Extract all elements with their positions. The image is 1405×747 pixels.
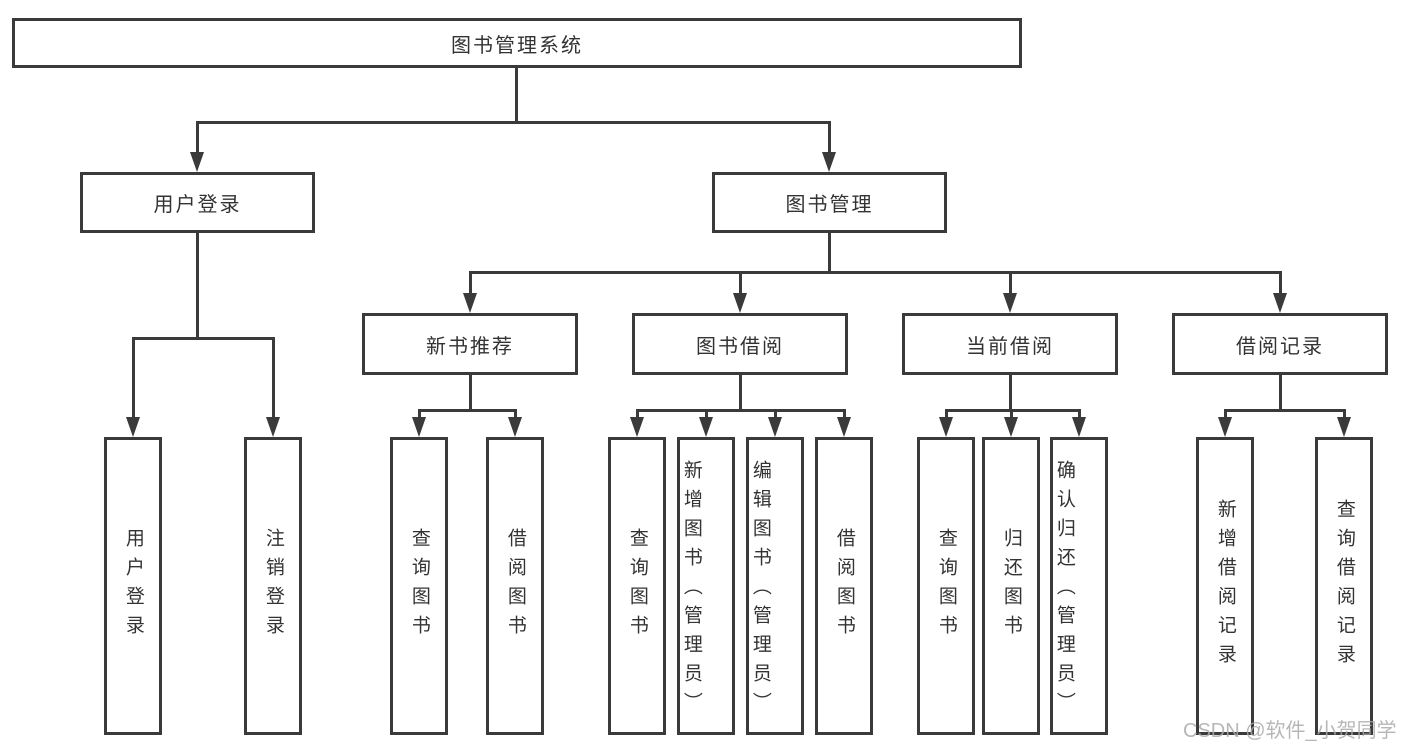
connector-line [515,68,518,121]
connector-line [469,375,472,409]
arrow-down-icon [1003,293,1017,313]
node-add-book-admin: 新增图书（管理员） [677,437,735,735]
node-label: 查询图书 [626,528,648,644]
connector-line [1279,375,1282,409]
node-book-borrow: 图书借阅 [632,313,848,375]
connector-line [272,337,275,417]
node-borrow-book-recommend: 借阅图书 [486,437,544,735]
arrow-down-icon [1072,417,1086,437]
node-root-system: 图书管理系统 [12,18,1022,68]
node-label: 查询图书 [408,528,430,644]
connector-line [196,233,199,337]
arrow-down-icon [1337,417,1351,437]
connector-line [132,337,275,340]
arrow-down-icon [768,417,782,437]
arrow-down-icon [699,417,713,437]
arrow-down-icon [1273,293,1287,313]
connector-line [843,409,846,417]
connector-line [828,121,831,153]
arrow-down-icon [939,417,953,437]
arrow-down-icon [822,152,836,172]
connector-line [1009,271,1012,293]
connector-line [1279,271,1282,293]
connector-line [469,271,472,293]
connector-line [132,337,135,417]
csdn-watermark: CSDN @软件_小贺同学 [1183,720,1397,742]
arrow-down-icon [412,417,426,437]
node-label: 新增图书（管理员） [680,459,702,721]
connector-line [469,271,1282,274]
connector-line [1224,409,1227,417]
connector-line [1009,375,1012,409]
arrow-down-icon [733,293,747,313]
connector-line [514,409,517,417]
node-label: 用户登录 [153,194,242,216]
node-root-label: 图书管理系统 [451,34,583,57]
arrow-down-icon [266,417,280,437]
node-user-login-branch: 用户登录 [80,172,315,233]
arrow-down-icon [508,417,522,437]
node-query-book-recommend: 查询图书 [390,437,448,735]
node-book-management-branch: 图书管理 [712,172,947,233]
connector-line [636,409,639,417]
arrow-down-icon [190,152,204,172]
connector-line [196,121,199,153]
connector-line [1224,409,1346,412]
node-new-book-recommend: 新书推荐 [362,313,578,375]
node-label: 查询图书 [935,528,957,644]
node-confirm-return-admin: 确认归还（管理员） [1050,437,1108,735]
connector-line [945,409,948,417]
node-label: 查询借阅记录 [1333,499,1355,673]
connector-line [196,121,831,124]
node-label: 确认归还（管理员） [1053,459,1075,721]
node-label: 新增借阅记录 [1214,499,1236,673]
node-edit-book-admin: 编辑图书（管理员） [746,437,804,735]
node-label: 图书借阅 [696,335,784,358]
connector-line [739,271,742,293]
node-borrow-book: 借阅图书 [815,437,873,735]
connector-line [945,409,1081,412]
node-label: 借阅图书 [504,528,526,644]
connector-line [1343,409,1346,417]
connector-line [774,409,777,417]
arrow-down-icon [1004,417,1018,437]
node-label: 当前借阅 [966,335,1054,358]
connector-line [636,409,846,412]
node-return-book: 归还图书 [982,437,1040,735]
connector-line [739,375,742,409]
connector-line [1078,409,1081,417]
connector-line [418,409,517,412]
connector-line [705,409,708,417]
connector-line [1010,409,1013,417]
node-add-borrow-record: 新增借阅记录 [1196,437,1254,735]
node-current-borrow: 当前借阅 [902,313,1118,375]
node-query-book-borrow: 查询图书 [608,437,666,735]
arrow-down-icon [630,417,644,437]
connector-line [418,409,421,417]
arrow-down-icon [463,293,477,313]
node-label: 用户登录 [122,528,144,644]
node-label: 借阅图书 [833,528,855,644]
node-query-borrow-record: 查询借阅记录 [1315,437,1373,735]
node-label: 新书推荐 [426,335,514,358]
node-label: 注销登录 [262,528,284,644]
node-user-login: 用户登录 [104,437,162,735]
node-borrow-records: 借阅记录 [1172,313,1388,375]
node-label: 图书管理 [785,194,874,216]
node-label: 编辑图书（管理员） [749,459,771,721]
arrow-down-icon [837,417,851,437]
node-logout: 注销登录 [244,437,302,735]
connector-line [828,233,831,271]
node-query-book-current: 查询图书 [917,437,975,735]
node-label: 借阅记录 [1236,335,1324,358]
arrow-down-icon [1218,417,1232,437]
arrow-down-icon [126,417,140,437]
node-label: 归还图书 [1000,528,1022,644]
